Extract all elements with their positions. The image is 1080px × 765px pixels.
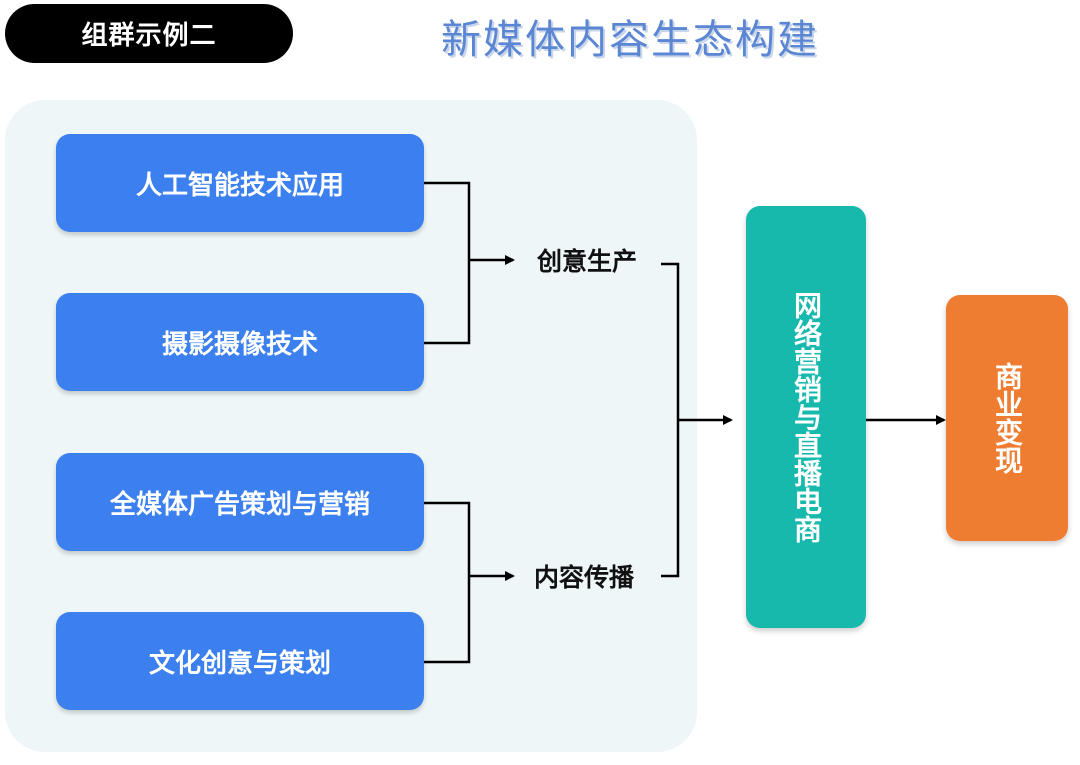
stage-content-distribution: 内容传播 <box>533 563 634 592</box>
source-box-culture: 文化创意与策划 <box>56 612 424 710</box>
source-box-ai: 人工智能技术应用 <box>56 134 424 232</box>
section-badge: 组群示例二 <box>5 4 293 63</box>
bracket-bottom <box>424 501 471 664</box>
source-box-photography: 摄影摄像技术 <box>56 293 424 391</box>
channel-label: 网络营销与直播电商 <box>790 291 823 543</box>
outcome-label: 商业变现 <box>991 362 1024 474</box>
channel-box: 网络营销与直播电商 <box>746 206 866 628</box>
page-title: 新媒体内容生态构建 <box>441 17 819 63</box>
bracket-merge <box>661 262 680 578</box>
stage-creative-production: 创意生产 <box>536 247 637 276</box>
bracket-top <box>424 181 471 345</box>
source-box-advertising: 全媒体广告策划与营销 <box>56 453 424 551</box>
outcome-box: 商业变现 <box>946 295 1068 541</box>
